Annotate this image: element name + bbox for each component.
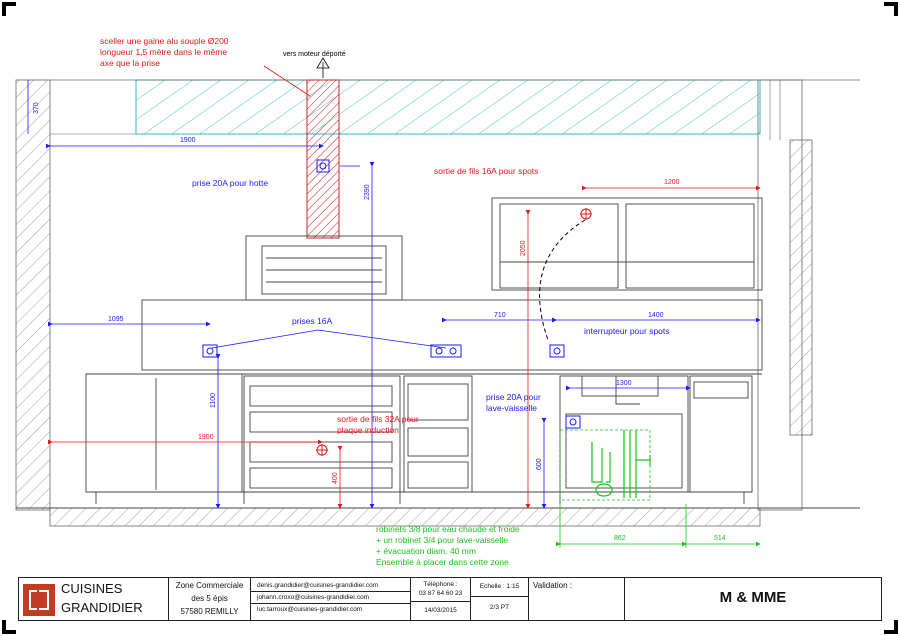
email-3: luc.tarroux@cuisines-grandidier.com (251, 603, 410, 615)
base-cabinets (85, 373, 753, 504)
email-2: johann.croxo@cuisines-grandidier.com (251, 591, 410, 603)
plumbing (591, 430, 651, 498)
dim-710: 710 (494, 312, 506, 319)
prises-16a-label: prises 16A (292, 316, 332, 326)
robinets-label-1: robinets 3/8 pour eau chaude et froide (376, 524, 520, 534)
title-block: CUISINES GRANDIDIER Zone Commerciale des… (18, 577, 882, 621)
address-line-3: 57580 REMILLY (180, 607, 239, 616)
red-dimension-lines (48, 65, 761, 509)
scale-cell: Echelle : 1:15 2/3 PT (471, 578, 529, 620)
dim-400: 400 (332, 472, 339, 484)
phone-label: Téléphone : (423, 581, 458, 588)
client-cell: M & MME (625, 578, 881, 620)
address-line-2: des 5 épis (191, 594, 228, 603)
sortie-spots-label: sortie de fils 16A pour spots (434, 166, 538, 176)
ceiling-soffit (50, 79, 860, 135)
validation-label: Validation : (533, 581, 572, 590)
robinets-label-3: + évacuation diam. 40 mm (376, 546, 476, 556)
email-1: denis.grandidier@cuisines-grandidier.com (257, 582, 379, 589)
dim-1200: 1200 (664, 179, 680, 186)
company-cell: CUISINES GRANDIDIER (19, 578, 169, 620)
dim-1900-top: 1900 (180, 137, 196, 144)
dim-862: 862 (614, 535, 626, 542)
dim-514: 514 (714, 535, 726, 542)
hood-duct (306, 57, 340, 239)
company-name-1: CUISINES (61, 581, 123, 596)
dim-1400: 1400 (648, 312, 664, 319)
dim-1300: 1300 (616, 380, 632, 387)
client-name: M & MME (719, 589, 787, 606)
date-value: 14/03/2015 (411, 601, 470, 620)
page-value: 2/3 PT (471, 596, 528, 619)
green-dimension-lines (556, 429, 761, 548)
moteur-label: vers moteur déporté (283, 51, 346, 58)
range-hood (245, 235, 403, 301)
sortie-32a-label-1: sortie de fils 32A pour (337, 414, 419, 424)
robinets-label-4: Ensemble à placer dans cette zone (376, 557, 509, 567)
gaine-annotation-3: axe que la prise (100, 58, 160, 68)
scale-value: Echelle : 1:15 (479, 583, 520, 590)
phone-cell: Téléphone : 03 87 64 60 23 14/03/2015 (411, 578, 471, 620)
dim-600: 600 (536, 458, 543, 470)
prise-lv-label-2: lave-vaisselle (486, 403, 537, 413)
prise-hotte-label: prise 20A pour hotte (192, 178, 268, 188)
dim-2390: 2390 (364, 184, 371, 200)
sortie-32a-label-2: plaque induction (337, 425, 399, 435)
gaine-annotation-2: longueur 1,5 mètre dans le même (100, 47, 227, 57)
dim-1100: 1100 (210, 393, 217, 408)
dim-370: 370 (33, 102, 40, 114)
outlets (202, 159, 581, 429)
dim-1095: 1095 (108, 316, 124, 323)
phone-number: 03 87 64 60 23 (418, 590, 463, 597)
company-logo (23, 584, 55, 616)
prise-lv-label-1: prise 20A pour (486, 392, 541, 402)
blue-dimension-lines (27, 80, 761, 509)
right-wall (757, 79, 813, 511)
validation-cell: Validation : (529, 578, 625, 620)
company-name-2: GRANDIDIER (61, 600, 143, 615)
floor (16, 507, 860, 527)
dim-1900-low: 1900 (198, 434, 214, 441)
email-cell: denis.grandidier@cuisines-grandidier.com… (251, 578, 411, 620)
left-wall (15, 79, 51, 511)
robinets-label-2: + un robinet 3/4 pour lave-vaisselle (376, 535, 508, 545)
dim-2050: 2050 (520, 240, 527, 256)
address-cell: Zone Commerciale des 5 épis 57580 REMILL… (169, 578, 251, 620)
address-line-1: Zone Commerciale (175, 581, 244, 590)
wall-cabinets (491, 197, 763, 291)
gaine-annotation-1: sceller une gaine alu souple Ø200 (100, 36, 229, 46)
interrupteur-label: interrupteur pour spots (584, 326, 670, 336)
